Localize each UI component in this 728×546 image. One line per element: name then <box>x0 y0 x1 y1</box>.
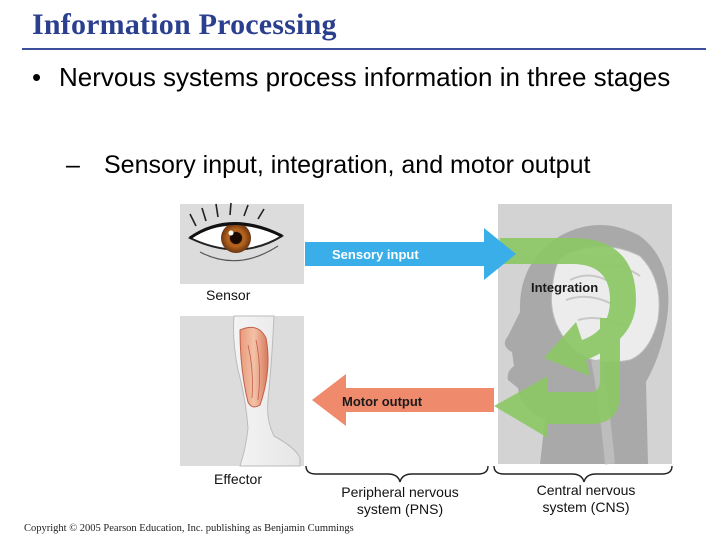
sensory-input-label: Sensory input <box>332 247 419 262</box>
cns-label-line2: system (CNS) <box>542 499 630 515</box>
bullet-icon: • <box>32 62 42 92</box>
cns-label: Central nervous system (CNS) <box>506 482 666 516</box>
motor-output-arrow <box>312 374 494 426</box>
pns-brace <box>305 465 489 483</box>
effector-label: Effector <box>214 471 262 487</box>
sub-bullet: –Sensory input, integration, and motor o… <box>66 150 590 181</box>
slide-title: Information Processing <box>32 8 337 41</box>
copyright-footer: Copyright © 2005 Pearson Education, Inc.… <box>24 523 354 534</box>
sensor-label: Sensor <box>206 287 251 303</box>
sensor-panel <box>180 202 304 284</box>
pns-label-line1: Peripheral nervous <box>341 484 459 500</box>
leg-muscle-image <box>233 315 301 467</box>
motor-output-label: Motor output <box>342 394 423 409</box>
pns-label-line2: system (PNS) <box>356 501 444 517</box>
integration-arrow <box>494 238 636 438</box>
sub-bullet-text: Sensory input, integration, and motor ou… <box>104 151 591 179</box>
cns-brace <box>493 465 673 483</box>
title-divider <box>22 48 706 50</box>
cns-label-line1: Central nervous <box>536 482 636 498</box>
integration-label: Integration <box>531 280 599 295</box>
pns-label: Peripheral nervous system (PNS) <box>320 484 480 518</box>
main-bullet-text: Nervous systems process information in t… <box>59 62 671 92</box>
main-bullet: • Nervous systems process information in… <box>32 62 692 93</box>
effector-panel <box>180 315 304 467</box>
dash-icon: – <box>66 151 80 179</box>
eye-image <box>187 202 285 262</box>
sensory-input-arrow <box>305 228 516 280</box>
